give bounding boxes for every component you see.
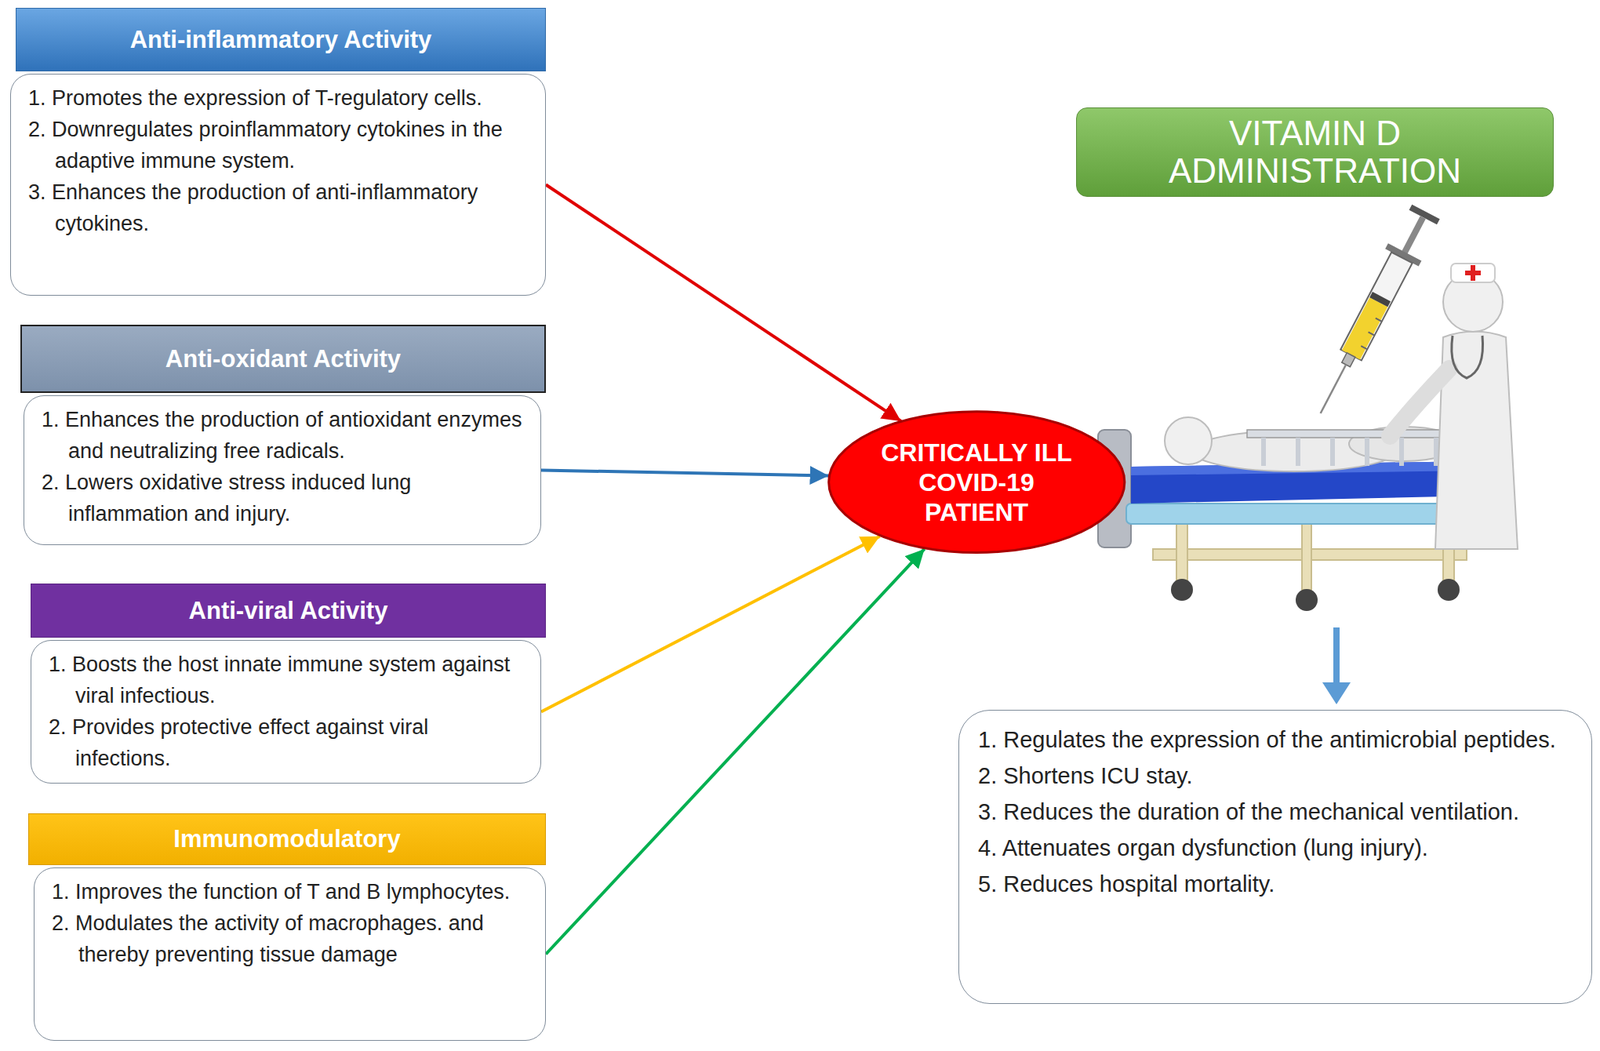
nurse-arm bbox=[1389, 368, 1450, 437]
activity-panel: Anti-oxidant Activity 1. Enhances the pro… bbox=[20, 324, 546, 546]
list-item: 2. Modulates the activity of macrophages… bbox=[51, 907, 531, 971]
syringe-liquid bbox=[1341, 297, 1388, 360]
down-arrow bbox=[1322, 627, 1351, 705]
rail-post bbox=[1295, 437, 1301, 466]
plunger-handle bbox=[1409, 204, 1440, 226]
bed-base bbox=[1126, 503, 1484, 524]
bed-wheel bbox=[1437, 578, 1460, 601]
list-item: 1. Enhances the production of antioxidan… bbox=[41, 403, 527, 467]
outcome-item: 4. Attenuates organ dysfunction (lung in… bbox=[978, 829, 1575, 866]
nurse-cap bbox=[1450, 263, 1495, 283]
header-band: Anti-viral Activity bbox=[30, 583, 546, 638]
syringe-barrel bbox=[1340, 252, 1412, 361]
connector-arrow bbox=[545, 549, 925, 955]
bed-wheel bbox=[1295, 589, 1318, 611]
activity-panel: Anti-viral Activity 1. Boosts the host in… bbox=[30, 583, 546, 784]
panel-heading: Immunomodulatory bbox=[173, 825, 400, 854]
patient-head bbox=[1164, 417, 1212, 465]
panel-body: 1. Boosts the host innate immune system … bbox=[30, 640, 542, 784]
red-cross bbox=[1470, 265, 1476, 281]
rail-post bbox=[1433, 437, 1439, 466]
header-band: Immunomodulatory bbox=[28, 813, 546, 866]
plunger-head bbox=[1369, 291, 1391, 307]
outcome-box: 1. Regulates the expression of the antim… bbox=[958, 709, 1593, 1004]
box-label: VITAMIN D ADMINISTRATION bbox=[1123, 114, 1506, 190]
list-item: 2. Downregulates proinflammatory cytokin… bbox=[28, 113, 531, 177]
outcome-item: 5. Reduces hospital mortality. bbox=[978, 865, 1575, 902]
needle bbox=[1320, 364, 1346, 414]
list-item: 1. Promotes the expression of T-regulato… bbox=[28, 82, 531, 114]
list-item: 1. Boosts the host innate immune system … bbox=[48, 648, 527, 712]
outcome-item: 3. Reduces the duration of the mechanica… bbox=[978, 793, 1575, 830]
header-band: Anti-inflammatory Activity bbox=[15, 7, 546, 72]
treatment-box: VITAMIN D ADMINISTRATION bbox=[1076, 107, 1554, 197]
rail-bar bbox=[1247, 429, 1451, 438]
rail-post bbox=[1330, 437, 1335, 466]
down-arrow-shaft bbox=[1333, 627, 1340, 684]
activity-panel: Immunomodulatory 1. Improves the function… bbox=[28, 813, 546, 1041]
bed-wheel bbox=[1170, 578, 1193, 601]
list-item: 2. Provides protective effect against vi… bbox=[48, 711, 527, 775]
ellipse-label: CRITICALLY ILL COVID-19 PATIENT bbox=[878, 437, 1075, 528]
down-arrow-head bbox=[1322, 682, 1351, 705]
header-band: Anti-oxidant Activity bbox=[20, 324, 546, 393]
panel-heading: Anti-oxidant Activity bbox=[165, 345, 401, 374]
panel-body: 1. Enhances the production of antioxidan… bbox=[23, 395, 542, 546]
syringe-ticks bbox=[1360, 318, 1382, 350]
ellipse-text-wrap: CRITICALLY ILL COVID-19 PATIENT bbox=[878, 437, 1075, 528]
list-item: 1. Improves the function of T and B lymp… bbox=[51, 876, 531, 908]
nurse-figure bbox=[1389, 263, 1518, 550]
rail-post bbox=[1261, 437, 1266, 466]
connector-arrow bbox=[545, 185, 902, 422]
bed-leg bbox=[1301, 523, 1312, 590]
connector-arrow bbox=[541, 470, 830, 477]
outcome-item: 1. Regulates the expression of the antim… bbox=[978, 721, 1575, 758]
outcome-item: 2. Shortens ICU stay. bbox=[978, 757, 1575, 794]
bed-leg bbox=[1176, 523, 1188, 581]
rail-post bbox=[1399, 437, 1404, 466]
list-item: 2. Lowers oxidative stress induced lung … bbox=[41, 466, 527, 530]
patient-ellipse: CRITICALLY ILL COVID-19 PATIENT bbox=[826, 409, 1128, 555]
needle-hub bbox=[1341, 352, 1356, 368]
panel-body: 1. Improves the function of T and B lymp… bbox=[33, 867, 546, 1041]
panel-body: 1. Promotes the expression of T-regulato… bbox=[10, 73, 546, 296]
activity-panel: Anti-inflammatory Activity 1. Promotes th… bbox=[10, 7, 546, 296]
connector-arrow bbox=[541, 536, 880, 713]
patient-figure bbox=[1164, 417, 1459, 472]
syringe bbox=[1303, 203, 1443, 422]
ellipse-outline bbox=[828, 411, 1124, 553]
list-item: 3. Enhances the production of anti-infla… bbox=[28, 176, 531, 240]
plunger-rod bbox=[1400, 215, 1426, 257]
panel-heading: Anti-inflammatory Activity bbox=[130, 25, 433, 55]
rail-post bbox=[1364, 437, 1370, 466]
stethoscope bbox=[1451, 335, 1484, 379]
box-text-wrap: VITAMIN D ADMINISTRATION bbox=[1123, 114, 1506, 190]
panel-heading: Anti-viral Activity bbox=[189, 596, 389, 626]
bed-rail bbox=[1247, 429, 1451, 466]
